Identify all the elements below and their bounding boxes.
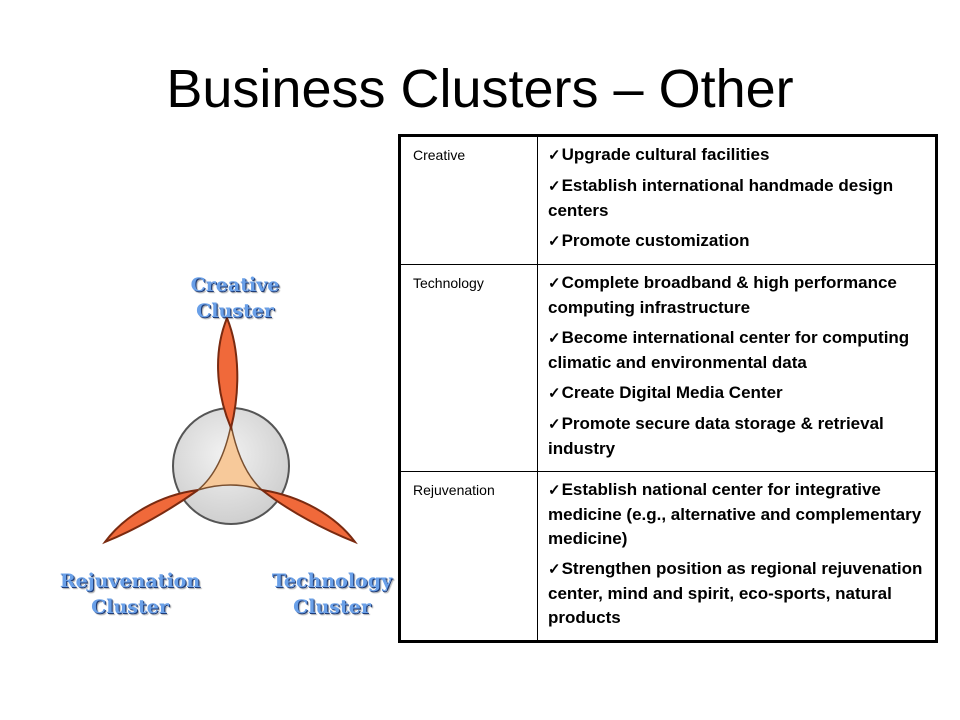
hub-core xyxy=(197,424,263,491)
technology-petal xyxy=(258,488,358,545)
checkmark-icon: ✓ xyxy=(548,233,561,250)
cluster-name: Technology xyxy=(399,264,538,472)
rejuvenation-cluster-label: Rejuvenation Cluster xyxy=(59,570,201,618)
page-title: Business Clusters – Other xyxy=(166,59,794,119)
checkmark-icon: ✓ xyxy=(548,385,561,402)
creative-petal xyxy=(217,315,239,432)
cluster-name: Creative xyxy=(399,135,538,265)
rejuvenation-petal xyxy=(102,489,199,545)
checkmark-icon: ✓ xyxy=(548,482,561,499)
list-item: ✓Strengthen position as regional rejuven… xyxy=(548,559,923,627)
checkmark-icon: ✓ xyxy=(548,147,561,164)
checkmark-icon: ✓ xyxy=(548,275,561,292)
list-item: ✓Become international center for computi… xyxy=(548,328,910,372)
table-row: Rejuvenation ✓Establish national center … xyxy=(399,471,937,642)
cluster-table: Creative ✓Upgrade cultural facilities ✓E… xyxy=(398,134,938,643)
technology-cluster-label: Technology Cluster xyxy=(271,570,393,618)
checkmark-icon: ✓ xyxy=(548,561,561,578)
checkmark-icon: ✓ xyxy=(548,178,561,195)
list-item: ✓Establish national center for integrati… xyxy=(548,480,922,548)
hub-ring xyxy=(172,407,290,525)
cluster-actions: ✓Complete broadband & high performance c… xyxy=(548,271,927,461)
table-row: Technology ✓Complete broadband & high pe… xyxy=(399,264,937,472)
table-row: Creative ✓Upgrade cultural facilities ✓E… xyxy=(399,135,937,265)
checkmark-icon: ✓ xyxy=(548,416,561,433)
cluster-actions: ✓Upgrade cultural facilities ✓Establish … xyxy=(548,143,927,254)
cluster-actions: ✓Establish national center for integrati… xyxy=(548,478,927,630)
list-item: ✓Establish international handmade design… xyxy=(548,176,894,220)
list-item: ✓Create Digital Media Center xyxy=(548,383,783,402)
list-item: ✓Promote secure data storage & retrieval… xyxy=(548,414,884,458)
creative-cluster-label: Creative Cluster xyxy=(190,274,280,322)
list-item: ✓Complete broadband & high performance c… xyxy=(548,273,897,317)
list-item: ✓Upgrade cultural facilities xyxy=(548,145,770,164)
cluster-name: Rejuvenation xyxy=(399,471,538,642)
checkmark-icon: ✓ xyxy=(548,330,561,347)
list-item: ✓Promote customization xyxy=(548,231,750,250)
